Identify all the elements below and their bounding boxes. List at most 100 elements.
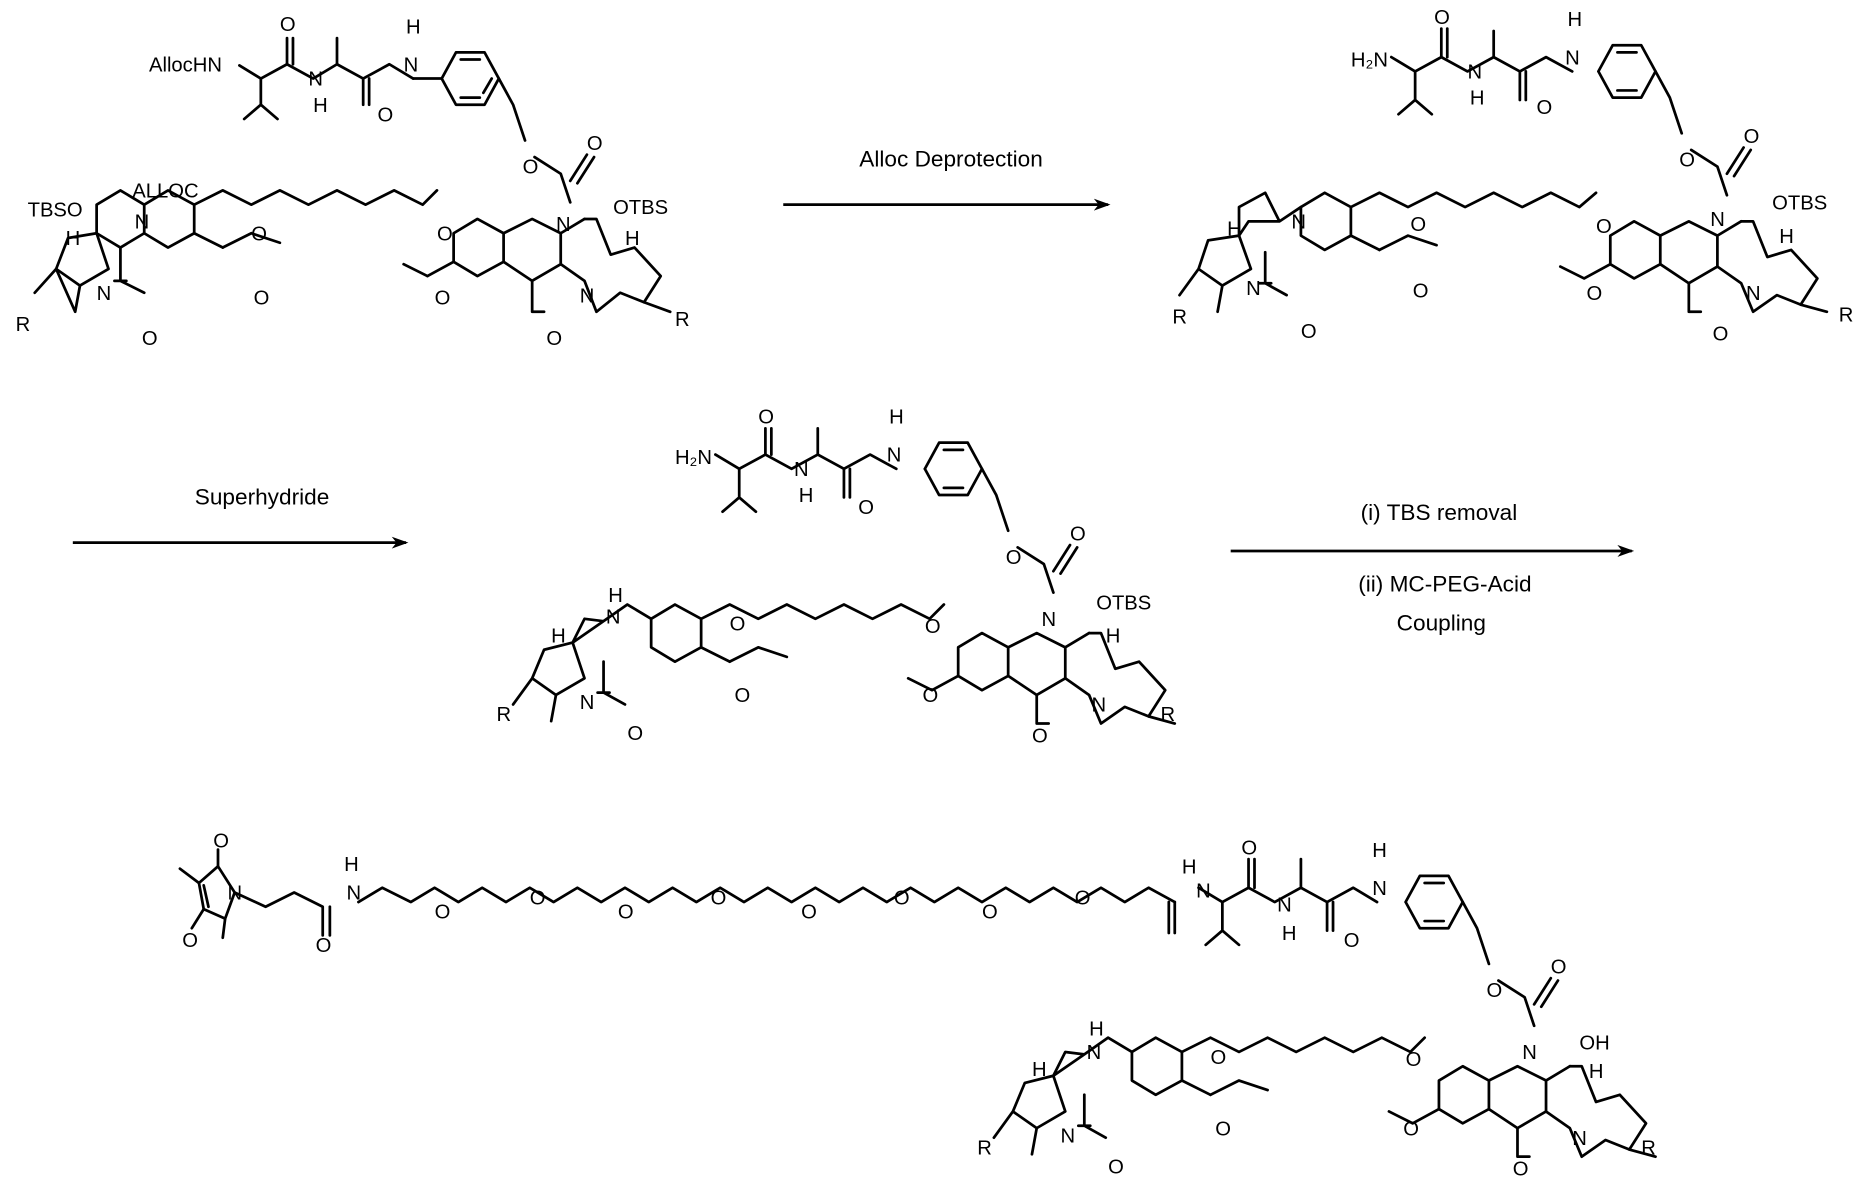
anilide-h: H xyxy=(889,407,904,429)
reaction-step-3: (i) TBS removal (ii) MC-PEG-Acid Couplin… xyxy=(1231,500,1632,636)
ether-o-left: O xyxy=(730,614,746,636)
amide-o-2: O xyxy=(858,497,874,519)
amide-nh-h: H xyxy=(799,485,814,507)
ether-o-right: O xyxy=(925,616,941,638)
r-group-right: R xyxy=(1160,704,1175,726)
amide-h: H xyxy=(344,854,359,876)
ala-nh-n: N xyxy=(1277,895,1292,917)
carbonyl-o-right: O xyxy=(1713,323,1729,345)
amine-h: H xyxy=(1089,1018,1104,1040)
peg-o-2: O xyxy=(530,887,546,909)
carbonate-o: O xyxy=(1679,150,1695,172)
carbonyl-o-right: O xyxy=(546,328,562,350)
carbonyl-o-right: O xyxy=(1513,1159,1529,1181)
n-right: N xyxy=(556,214,571,236)
compound-1-structure: AllocHN N H O O H N O O TBSO ALLOC H N O… xyxy=(16,14,690,350)
carbonate-o-2: O xyxy=(1551,956,1567,978)
peg-o-5: O xyxy=(801,902,817,924)
h2n-label: H₂N xyxy=(675,447,712,469)
n-left: N xyxy=(135,211,150,233)
r-group-left: R xyxy=(977,1137,992,1159)
amide-o-1: O xyxy=(758,407,774,429)
amine-h: H xyxy=(608,585,623,607)
ether-o-right: O xyxy=(1406,1049,1422,1071)
h-right: H xyxy=(625,228,640,250)
val-nh-h: H xyxy=(1182,856,1197,878)
step-3-condition-1: (i) TBS removal xyxy=(1361,500,1518,525)
methoxy-o-left: O xyxy=(1413,281,1429,303)
carbonyl-o-right: O xyxy=(1032,726,1048,748)
alloc-label: ALLOC xyxy=(132,181,198,203)
h2n-label: H₂N xyxy=(1351,50,1388,72)
n-pyrrole-left: N xyxy=(1061,1125,1076,1147)
carbonyl-o-left: O xyxy=(627,723,643,745)
peg-o-7: O xyxy=(982,902,998,924)
compound-2-structure: H₂N N H O O H N O O H N O O N OTBS H N N… xyxy=(1172,7,1853,346)
r-group-right: R xyxy=(1839,304,1854,326)
n-right: N xyxy=(1522,1042,1537,1064)
n-pyrrole-right: N xyxy=(580,285,595,307)
amide-nh-n: N xyxy=(1468,62,1483,84)
methoxy-o-left: O xyxy=(734,685,750,707)
n-right: N xyxy=(1710,209,1725,231)
ala-nh-h: H xyxy=(1282,923,1297,945)
oh-label: OH xyxy=(1579,1033,1609,1055)
tbso-label: TBSO xyxy=(28,200,83,222)
peg-o-6: O xyxy=(894,887,910,909)
carbonate-o-2: O xyxy=(1070,523,1086,545)
amide-nh-h: H xyxy=(313,95,328,117)
ether-o-right: O xyxy=(437,223,453,245)
h-right: H xyxy=(1589,1061,1604,1083)
carbonyl-o-left: O xyxy=(1301,321,1317,343)
maleimide-o-1: O xyxy=(213,830,229,852)
h-left: H xyxy=(1227,219,1242,241)
r-group-right: R xyxy=(1641,1137,1656,1159)
h-left: H xyxy=(551,626,566,648)
anilide-h: H xyxy=(1567,9,1582,31)
amide-nh-n: N xyxy=(308,69,323,91)
ether-o-left: O xyxy=(1210,1047,1226,1069)
amide-nh-n: N xyxy=(794,459,809,481)
peg-o-8: O xyxy=(1075,887,1091,909)
val-nh-n: N xyxy=(1196,880,1211,902)
r-group-left: R xyxy=(1172,307,1187,329)
maleimide-n: N xyxy=(228,883,243,905)
alloc-hn-label: AllocHN xyxy=(149,54,222,76)
anilide-n: N xyxy=(1565,47,1580,69)
amide-o-1: O xyxy=(1434,7,1450,29)
amine-n: N xyxy=(1087,1042,1102,1064)
n-right: N xyxy=(1041,609,1056,631)
imine-n: N xyxy=(1291,211,1306,233)
h-left: H xyxy=(66,228,81,250)
methoxy-o-right: O xyxy=(1587,283,1603,305)
maleimide-o-2: O xyxy=(182,930,198,952)
amide-o-2: O xyxy=(1344,930,1360,952)
r-group-left: R xyxy=(496,704,511,726)
amide-o-2: O xyxy=(1537,97,1553,119)
carbonyl-o-left: O xyxy=(1108,1156,1124,1178)
amide-o: O xyxy=(316,935,332,957)
amide-nh-h: H xyxy=(1470,88,1485,110)
h-left: H xyxy=(1032,1059,1047,1081)
methoxy-o-right: O xyxy=(922,685,938,707)
n-pyrrole-left: N xyxy=(1246,278,1261,300)
n-pyrrole-left: N xyxy=(97,283,112,305)
methoxy-o-left: O xyxy=(1215,1118,1231,1140)
carbonate-o-2: O xyxy=(587,133,603,155)
h-right: H xyxy=(1779,226,1794,248)
amine-n: N xyxy=(606,607,621,629)
n-pyrrole-right: N xyxy=(1091,695,1106,717)
amide-o-1: O xyxy=(1241,837,1257,859)
carbonate-o: O xyxy=(523,157,539,179)
r-group-left: R xyxy=(16,314,31,336)
n-pyrrole-left: N xyxy=(580,692,595,714)
reaction-step-1: Alloc Deprotection xyxy=(783,147,1108,205)
methoxy-o-left: O xyxy=(254,288,270,310)
carbonyl-o-left: O xyxy=(142,328,158,350)
compound-4-structure: O N O N H O O O O O O O O O H N O N H O … xyxy=(180,830,1656,1180)
methoxy-o-right: O xyxy=(1403,1118,1419,1140)
peg-o-4: O xyxy=(711,887,727,909)
amide-n: N xyxy=(347,883,362,905)
h-right: H xyxy=(1106,626,1121,648)
